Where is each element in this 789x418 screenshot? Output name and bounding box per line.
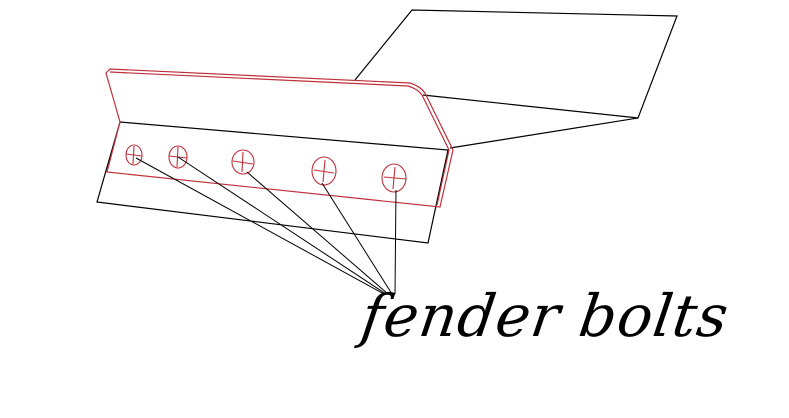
bracket-body <box>96 121 449 244</box>
bolt-3 <box>231 149 255 175</box>
fender-bolts-label: fender bolts <box>357 282 734 350</box>
back-panel-outline <box>354 9 678 149</box>
fender-flange <box>105 68 454 208</box>
fender-flange-inner-edge <box>109 71 450 206</box>
fender-flange-outline <box>105 68 454 208</box>
leader-lines <box>135 156 397 295</box>
bolt-1 <box>125 144 143 166</box>
bolt-holes <box>125 144 407 193</box>
bolt-5 <box>381 163 407 193</box>
bracket-front-face <box>96 121 449 244</box>
back-panel <box>354 9 678 149</box>
bolt-4 <box>311 156 337 186</box>
back-panel-edge <box>422 94 639 119</box>
